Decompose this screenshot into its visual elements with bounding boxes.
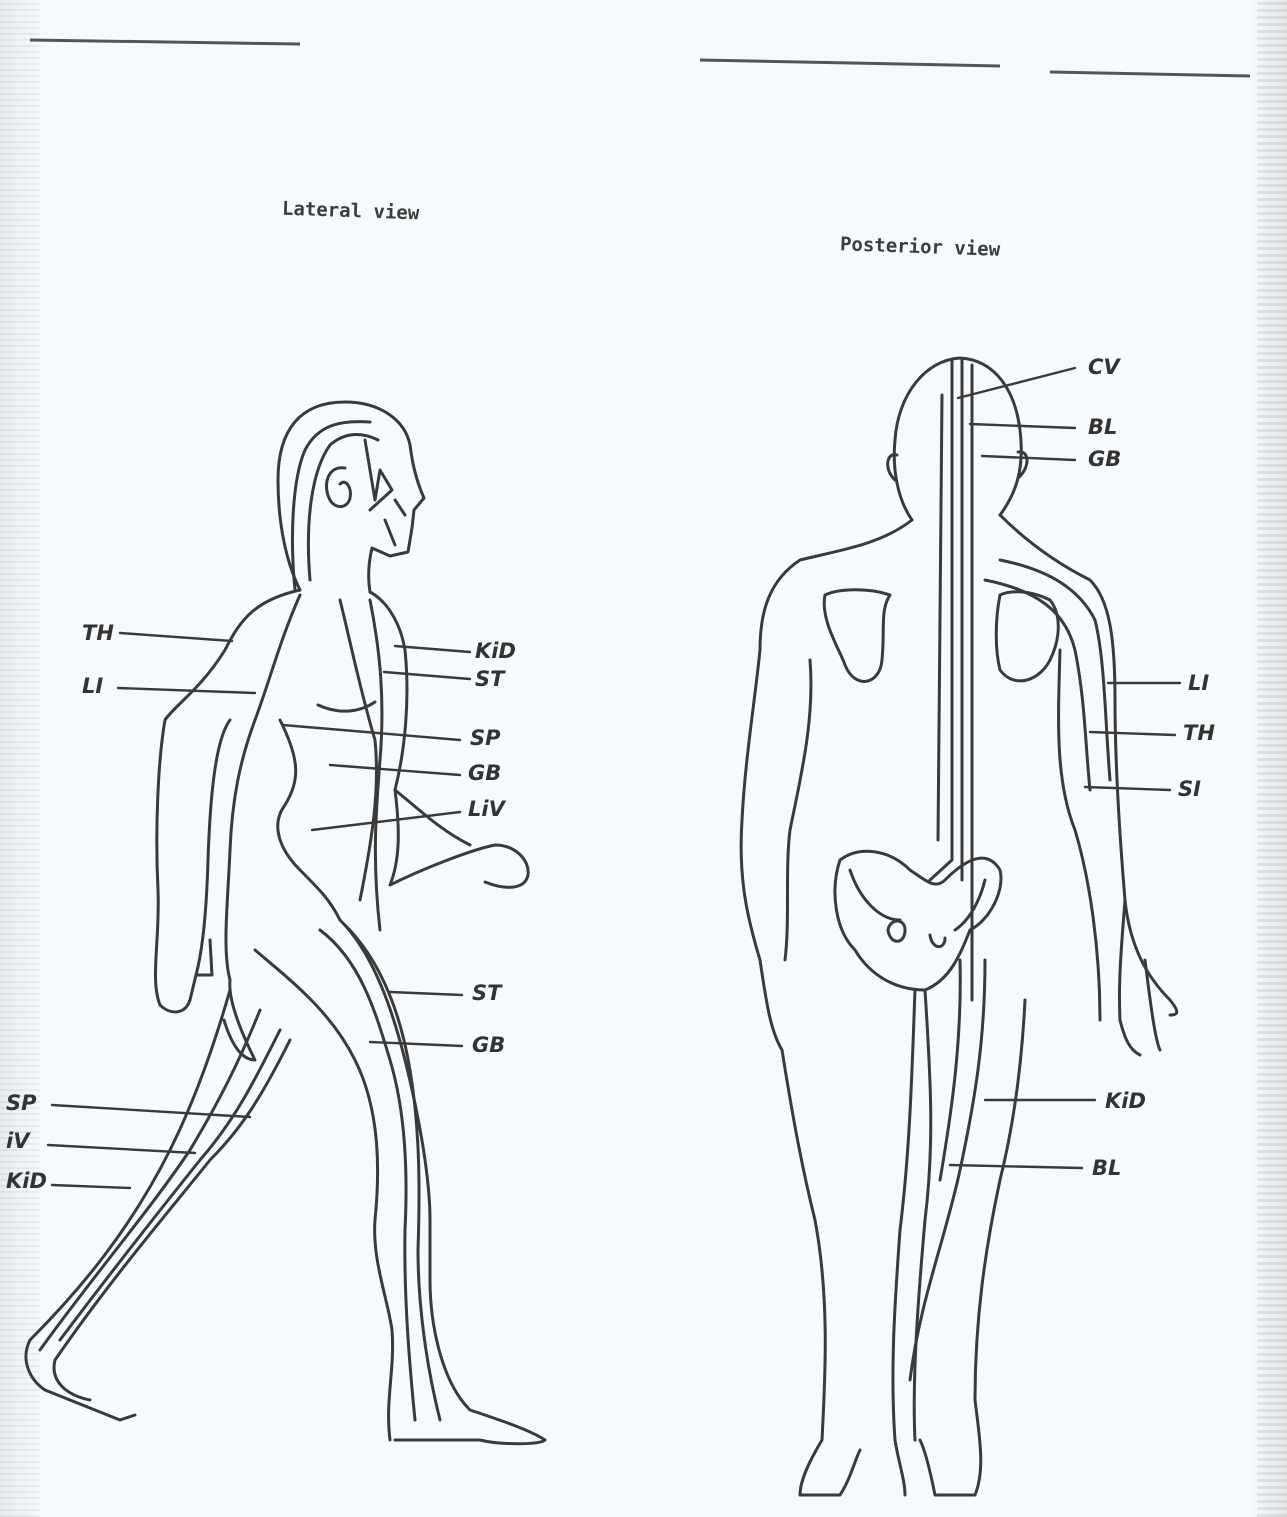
leader-bl-upper [970,424,1075,428]
leader-th-posterior [1090,732,1175,735]
leader-liv [312,812,460,830]
posterior-pelvis [835,851,1001,990]
label-gb-upper: GB [468,761,501,785]
label-sp: SP [470,726,501,750]
label-liv: LiV [468,797,507,821]
posterior-leader-lines [950,368,1180,1168]
label-kid-leg: KiD [6,1169,47,1193]
label-th-posterior: TH [1183,721,1215,745]
lateral-face-meridians [365,440,405,545]
label-bl-upper: BL [1088,415,1117,439]
label-si-posterior: SI [1178,777,1201,801]
label-gb-lower: GB [472,1033,505,1057]
lateral-front-leg-meridian-1 [320,930,415,1420]
posterior-left-arm-inner [785,660,811,960]
lateral-waist [278,720,340,920]
lateral-back-leg-inner [54,1040,290,1400]
label-sp-leg: SP [6,1091,37,1115]
posterior-labels: CV BL GB LI TH SI KiD BL [1088,355,1215,1180]
leader-gb-posterior [982,456,1075,460]
label-cv: CV [1088,355,1121,379]
leader-si-posterior [1085,787,1170,790]
lateral-side-meridian-2 [340,600,377,900]
leader-st-lower [390,992,462,995]
leader-st-upper [384,672,470,679]
posterior-head [894,358,1021,520]
lateral-side-meridian-1 [226,595,300,980]
label-gb-posterior: GB [1088,447,1121,471]
posterior-figure [741,358,1177,1495]
lateral-figure [26,402,545,1444]
leader-bl-lower [950,1165,1082,1168]
leader-kid-leg [52,1185,130,1188]
leader-th [120,633,232,641]
lateral-ear [326,468,350,507]
leader-li [118,688,255,693]
label-st-upper: ST [475,667,506,691]
lateral-front-leg-inner [255,950,393,1440]
label-bl-lower: BL [1092,1156,1121,1180]
leader-cv [958,368,1075,398]
lateral-head-inner-1 [292,422,370,590]
posterior-inner-legs [893,990,931,1495]
label-th: TH [82,621,114,645]
leader-sp-leg [52,1105,250,1117]
scan-artifact-line [30,40,1250,76]
label-st-lower: ST [472,981,503,1005]
lateral-hand [160,940,212,1012]
posterior-right-arm-inner [1059,650,1100,1020]
posterior-pelvis-inner [850,870,985,947]
label-liv-leg: iV [6,1129,31,1153]
posterior-spine-lines [930,360,972,1000]
posterior-leg-meridians [910,960,985,1380]
lateral-back-leg-meridian-1 [40,1010,260,1350]
lateral-back-leg-meridian-2 [60,1030,280,1340]
label-li-posterior: LI [1188,671,1209,695]
label-kid: KiD [475,639,516,663]
label-li: LI [82,674,103,698]
label-kid-posterior: KiD [1105,1089,1146,1113]
leader-gb-upper [330,765,460,775]
posterior-right-hand [1119,900,1160,1055]
posterior-legs [782,1000,1025,1495]
